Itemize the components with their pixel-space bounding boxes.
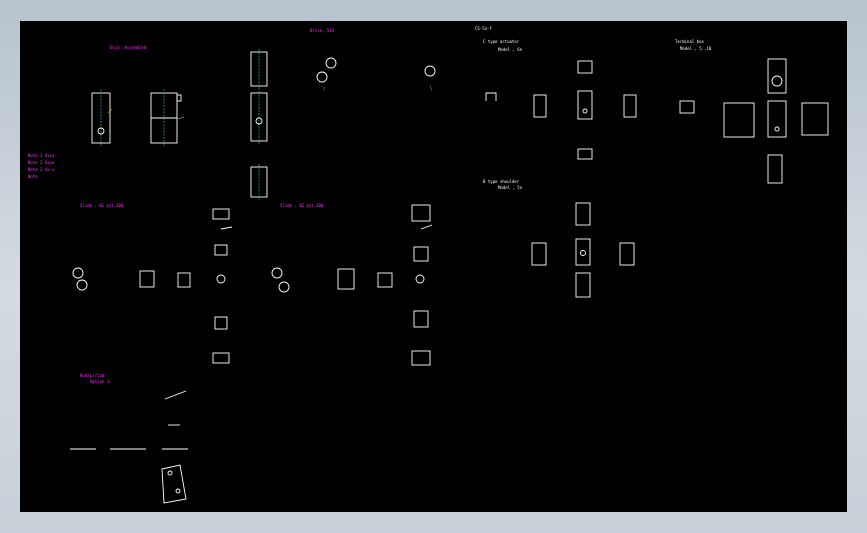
- section-bottom-sub: Option 1: [90, 379, 110, 384]
- section-terminal-label: Terminal box: [675, 39, 704, 44]
- detail-circles-top[interactable]: [316, 57, 436, 92]
- top-left-note: Unit :Assembled: [110, 45, 147, 50]
- drawing-title: Drive, 5x5: [310, 28, 335, 33]
- b-type-views[interactable]: [531, 202, 635, 298]
- cad-drawing-viewport[interactable]: Drive, 5x5 CS-5n-f C type actuator Model…: [20, 21, 847, 512]
- section-b-type-label: B type shoulder: [483, 179, 520, 184]
- legend-line-3: Note 3-Xx-x: [28, 167, 55, 172]
- legend-line-2: Note 2-Xxxx: [28, 160, 55, 165]
- parts-row-mid[interactable]: [271, 204, 433, 366]
- section-mid-views-label: Slide , 02 pcs 200: [280, 203, 324, 208]
- section-terminal-sub: Model , 5..10: [680, 46, 712, 51]
- parts-row-left[interactable]: [72, 208, 233, 364]
- assembly-side-view[interactable]: [150, 89, 185, 147]
- section-b-type-sub: Model , 5n: [498, 185, 523, 190]
- assembly-top-view[interactable]: [250, 49, 268, 200]
- legend-line-1: Note 1-Xxxx: [28, 153, 55, 158]
- c-type-views[interactable]: [485, 58, 829, 184]
- drawing-title-right: CS-5n-f: [475, 26, 492, 31]
- assembly-front-view[interactable]: [91, 89, 113, 147]
- legend-line-4: Note: [28, 174, 38, 179]
- section-left-views-label: Slide , 01 pcs 200: [80, 203, 124, 208]
- section-c-type-label: C type actuator: [483, 39, 520, 44]
- rods-bottom[interactable]: [70, 390, 188, 504]
- cad-drawing-canvas[interactable]: Drive, 5x5 CS-5n-f C type actuator Model…: [20, 21, 847, 512]
- section-bottom-label: Rod(p)/lab: [80, 373, 105, 378]
- section-c-type-sub: Model , 6n: [498, 47, 523, 52]
